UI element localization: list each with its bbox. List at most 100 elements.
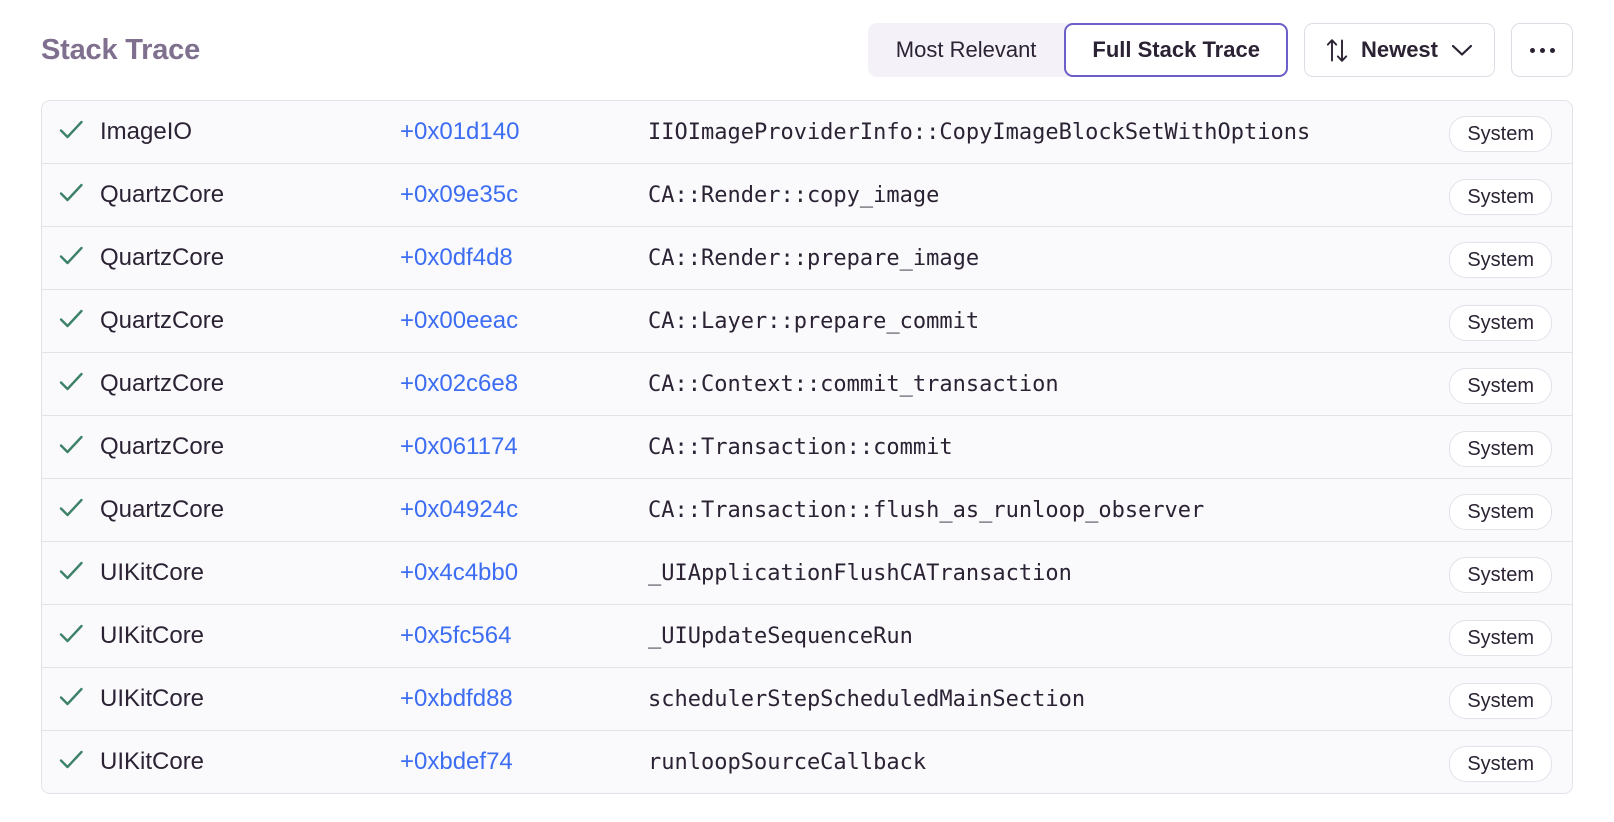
frame-module: QuartzCore — [100, 181, 225, 208]
stack-trace-view-segmented-control: Most Relevant Full Stack Trace — [867, 23, 1288, 77]
frame-module: ImageIO — [100, 118, 193, 145]
status-badge: System — [1449, 746, 1552, 782]
check-icon — [56, 241, 86, 276]
table-row[interactable]: UIKitCore +0xbdef74 runloopSourceCallback S… — [42, 731, 1572, 793]
frame-status-cell — [42, 290, 100, 352]
frame-status-cell — [42, 668, 100, 730]
frame-tag-cell: System — [1402, 479, 1552, 541]
status-badge: System — [1449, 431, 1552, 467]
frame-offset[interactable]: +0x4c4bb0 — [400, 559, 519, 586]
frame-status-cell — [42, 731, 100, 793]
frame-offset[interactable]: +0xbdfd88 — [400, 685, 513, 712]
tab-full-stack-trace[interactable]: Full Stack Trace — [1064, 23, 1288, 77]
frame-status-cell — [42, 101, 100, 163]
status-badge: System — [1449, 557, 1552, 593]
frame-offset[interactable]: +0x00eeac — [400, 307, 519, 334]
table-row[interactable]: QuartzCore +0x0df4d8 CA::Render::prepare_i… — [42, 227, 1572, 290]
check-icon — [56, 493, 86, 528]
table-row[interactable]: QuartzCore +0x061174 CA::Transaction::comm… — [42, 416, 1572, 479]
chevron-down-icon — [1450, 42, 1474, 58]
sort-arrows-icon — [1325, 37, 1349, 63]
status-badge: System — [1449, 305, 1552, 341]
frame-offset[interactable]: +0xbdef74 — [400, 748, 513, 775]
table-row[interactable]: UIKitCore +0x5fc564 _UIUpdateSequenceRun Sy… — [42, 605, 1572, 668]
check-icon — [56, 556, 86, 591]
frame-module: UIKitCore — [100, 622, 205, 649]
frame-module: UIKitCore — [100, 685, 205, 712]
check-icon — [56, 304, 86, 339]
check-icon — [56, 115, 86, 150]
frame-offset[interactable]: +0x01d140 — [400, 118, 520, 145]
frame-function: CA::Layer::prepare_commit — [648, 309, 980, 334]
status-badge: System — [1449, 494, 1552, 530]
table-row[interactable]: ImageIO +0x01d140 IIOImageProviderInfo::Co… — [42, 101, 1572, 164]
page-title: Stack Trace — [41, 33, 201, 66]
frame-module: UIKitCore — [100, 748, 205, 775]
tab-most-relevant[interactable]: Most Relevant — [868, 23, 1065, 77]
frame-offset[interactable]: +0x0df4d8 — [400, 244, 513, 271]
frame-offset[interactable]: +0x09e35c — [400, 181, 519, 208]
more-options-button[interactable] — [1511, 23, 1573, 77]
frame-function: runloopSourceCallback — [648, 750, 927, 775]
frame-function: IIOImageProviderInfo::CopyImageBlockSetW… — [648, 120, 1311, 145]
table-row[interactable]: QuartzCore +0x00eeac CA::Layer::prepare_co… — [42, 290, 1572, 353]
frame-status-cell — [42, 479, 100, 541]
frame-tag-cell: System — [1402, 164, 1552, 226]
stack-frame-list: ImageIO +0x01d140 IIOImageProviderInfo::Co… — [41, 100, 1573, 794]
frame-tag-cell: System — [1402, 668, 1552, 730]
table-row[interactable]: UIKitCore +0xbdfd88 schedulerStepScheduled… — [42, 668, 1572, 731]
frame-tag-cell: System — [1402, 605, 1552, 667]
header-actions: Most Relevant Full Stack Trace Newest — [867, 23, 1573, 77]
frame-status-cell — [42, 416, 100, 478]
frame-module: QuartzCore — [100, 370, 225, 397]
frame-function: CA::Render::copy_image — [648, 183, 940, 208]
frame-function: _UIUpdateSequenceRun — [648, 624, 913, 649]
check-icon — [56, 178, 86, 213]
status-badge: System — [1449, 242, 1552, 278]
frame-offset[interactable]: +0x5fc564 — [400, 622, 512, 649]
sort-button-label: Newest — [1360, 37, 1438, 62]
frame-status-cell — [42, 542, 100, 604]
table-row[interactable]: QuartzCore +0x04924c CA::Transaction::flus… — [42, 479, 1572, 542]
frame-tag-cell: System — [1402, 731, 1552, 793]
frame-tag-cell: System — [1402, 542, 1552, 604]
table-row[interactable]: QuartzCore +0x02c6e8 CA::Context::commit_t… — [42, 353, 1572, 416]
frame-status-cell — [42, 227, 100, 289]
frame-function: CA::Transaction::commit — [648, 435, 953, 460]
frame-function: schedulerStepScheduledMainSection — [648, 687, 1086, 712]
table-row[interactable]: UIKitCore +0x4c4bb0 _UIApplicationFlushCAT… — [42, 542, 1572, 605]
table-row[interactable]: QuartzCore +0x09e35c CA::Render::copy_imag… — [42, 164, 1572, 227]
frame-status-cell — [42, 353, 100, 415]
frame-module: QuartzCore — [100, 307, 225, 334]
frame-status-cell — [42, 605, 100, 667]
check-icon — [56, 430, 86, 465]
status-badge: System — [1449, 683, 1552, 719]
frame-function: CA::Transaction::flush_as_runloop_observ… — [648, 498, 1205, 523]
frame-status-cell — [42, 164, 100, 226]
panel-header: Stack Trace Most Relevant Full Stack Tra… — [0, 0, 1614, 100]
status-badge: System — [1449, 368, 1552, 404]
frame-tag-cell: System — [1402, 227, 1552, 289]
frame-module: QuartzCore — [100, 496, 225, 523]
frame-tag-cell: System — [1402, 290, 1552, 352]
status-badge: System — [1449, 620, 1552, 656]
frame-function: CA::Render::prepare_image — [648, 246, 980, 271]
frame-function: CA::Context::commit_transaction — [648, 372, 1059, 397]
check-icon — [56, 619, 86, 654]
frame-offset[interactable]: +0x04924c — [400, 496, 519, 523]
check-icon — [56, 367, 86, 402]
frame-offset[interactable]: +0x061174 — [400, 433, 518, 460]
status-badge: System — [1449, 116, 1552, 152]
check-icon — [56, 745, 86, 780]
frame-offset[interactable]: +0x02c6e8 — [400, 370, 519, 397]
frame-module: UIKitCore — [100, 559, 205, 586]
frame-module: QuartzCore — [100, 244, 225, 271]
frame-function: _UIApplicationFlushCATransaction — [648, 561, 1072, 586]
frame-module: QuartzCore — [100, 433, 225, 460]
check-icon — [56, 682, 86, 717]
frame-tag-cell: System — [1402, 101, 1552, 163]
frame-tag-cell: System — [1402, 353, 1552, 415]
sort-button[interactable]: Newest — [1303, 23, 1495, 77]
frame-tag-cell: System — [1402, 416, 1552, 478]
